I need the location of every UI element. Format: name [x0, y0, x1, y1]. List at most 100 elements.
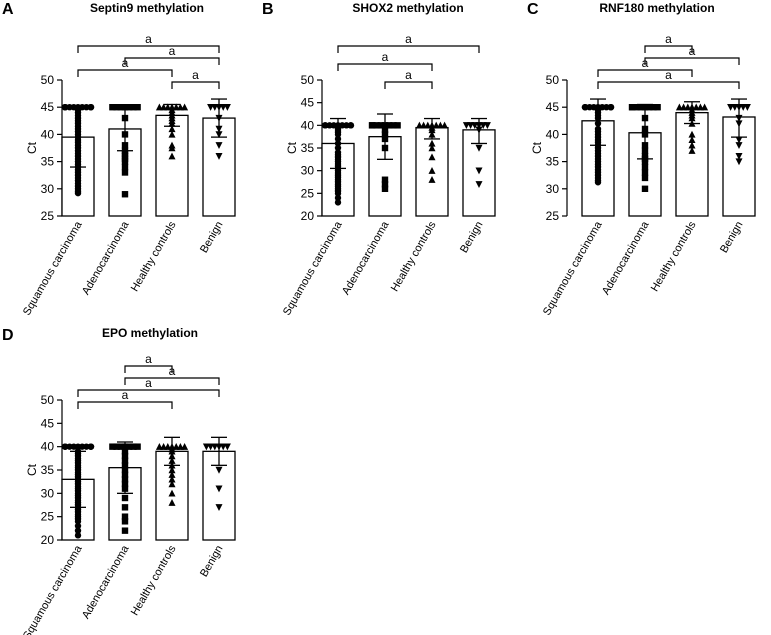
significance-label: a	[642, 56, 649, 70]
y-axis-label: Ct	[530, 141, 544, 154]
x-tick-label: Healthy controls	[389, 219, 439, 294]
y-axis-label: Ct	[25, 463, 39, 476]
y-tick-label: 35	[41, 155, 55, 169]
y-tick-label: 35	[301, 141, 315, 155]
x-tick-label: Healthy controls	[649, 219, 699, 294]
data-point	[428, 153, 436, 161]
data-point	[321, 122, 329, 129]
y-tick-label: 40	[41, 127, 55, 141]
data-point	[688, 141, 696, 149]
x-tick-label: Benign	[198, 544, 226, 580]
data-point	[168, 130, 176, 138]
data-point	[168, 125, 176, 133]
y-tick-label: 50	[301, 73, 315, 87]
data-point	[475, 181, 483, 188]
data-point	[475, 167, 483, 175]
data-point	[87, 104, 95, 111]
data-point	[633, 104, 640, 111]
y-tick-label: 30	[41, 486, 55, 500]
chart-title: RNF180 methylation	[599, 1, 714, 15]
data-point	[462, 122, 470, 130]
y-tick-label: 30	[301, 164, 315, 178]
x-tick-label: Adenocarcinoma	[340, 219, 392, 297]
data-point	[688, 130, 696, 138]
data-point	[581, 104, 589, 111]
data-point	[428, 176, 436, 183]
x-tick-label: Benign	[198, 220, 226, 256]
significance-label: a	[665, 68, 672, 82]
data-point	[675, 103, 683, 111]
significance-bracket	[77, 401, 173, 409]
data-point	[594, 179, 602, 186]
data-point	[428, 166, 436, 174]
data-point	[109, 104, 116, 111]
y-tick-label: 35	[41, 463, 55, 477]
x-tick-label: Healthy controls	[129, 543, 179, 618]
data-point	[381, 185, 389, 192]
data-point	[121, 513, 129, 520]
data-point	[74, 189, 82, 197]
y-tick-label: 35	[546, 155, 560, 169]
data-point	[475, 144, 483, 152]
significance-bracket	[337, 45, 480, 53]
significance-label: a	[382, 50, 389, 64]
bar	[722, 116, 756, 217]
significance-bracket	[597, 69, 693, 77]
chart-title: Septin9 methylation	[90, 1, 204, 15]
significance-bracket	[384, 81, 433, 89]
y-tick-label: 40	[41, 440, 55, 454]
data-point	[628, 104, 636, 111]
chart-panel-b: SHOX2 methylation20253035404550CtSquamou…	[281, 1, 496, 318]
data-point	[428, 144, 436, 152]
y-tick-label: 45	[301, 96, 315, 110]
data-point	[168, 489, 176, 497]
data-point	[168, 498, 176, 506]
data-point	[168, 466, 176, 474]
panel-letter-c: C	[527, 1, 539, 18]
data-point	[347, 122, 355, 129]
x-tick-label: Benign	[718, 220, 746, 256]
chart-panel-a: Septin9 methylation253035404550CtSquamou…	[21, 1, 236, 318]
data-point	[415, 121, 423, 129]
data-point	[87, 443, 95, 450]
panel-letter-d: D	[2, 327, 14, 344]
y-tick-label: 40	[546, 127, 560, 141]
data-point	[121, 158, 129, 165]
x-tick-label: Healthy controls	[129, 219, 179, 294]
data-point	[735, 136, 743, 144]
chart-title: EPO methylation	[102, 326, 198, 340]
data-point	[641, 185, 649, 192]
significance-label: a	[689, 44, 696, 58]
data-point	[735, 158, 743, 166]
significance-bracket	[644, 57, 740, 65]
data-point	[743, 104, 751, 111]
data-point	[641, 169, 649, 176]
data-point	[641, 163, 649, 171]
significance-label: a	[145, 352, 152, 366]
data-point	[641, 174, 649, 182]
y-tick-label: 20	[41, 533, 55, 547]
chart-title: SHOX2 methylation	[352, 1, 463, 15]
data-point	[223, 104, 231, 111]
significance-bracket	[77, 389, 220, 397]
data-point	[390, 122, 397, 129]
data-point	[202, 443, 210, 451]
y-axis-label: Ct	[25, 141, 39, 154]
data-point	[155, 442, 163, 450]
significance-bracket	[171, 81, 220, 89]
data-point	[121, 191, 129, 198]
data-point	[654, 104, 661, 111]
chart-panel-c: RNF180 methylation253035404550CtSquamous…	[530, 1, 756, 318]
y-tick-label: 25	[546, 209, 560, 223]
significance-label: a	[145, 376, 152, 390]
data-point	[735, 152, 743, 160]
y-tick-label: 30	[41, 182, 55, 196]
data-point	[215, 152, 223, 160]
data-point	[735, 142, 743, 149]
significance-label: a	[665, 32, 672, 46]
data-point	[394, 122, 401, 129]
significance-label: a	[405, 68, 412, 82]
data-point	[701, 103, 709, 111]
y-tick-label: 40	[301, 118, 315, 132]
significance-bracket	[644, 45, 693, 53]
